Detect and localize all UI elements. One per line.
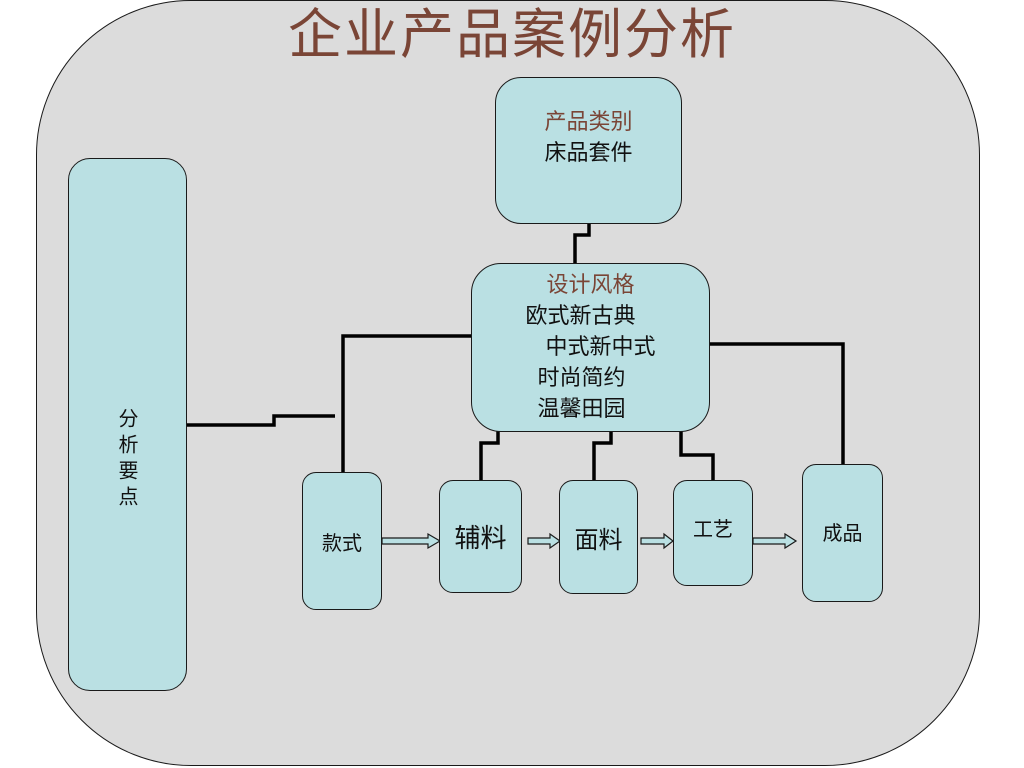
- process-step-chengpin: 成品: [802, 464, 883, 602]
- process-step-mianliao: 面料: [559, 480, 638, 594]
- product-category-value: 床品套件: [544, 141, 633, 166]
- analysis-points-label: 分析要点: [115, 407, 139, 512]
- analysis-points-box: 分析要点: [68, 158, 187, 691]
- design-style-item: 欧式新古典: [525, 303, 636, 329]
- process-step-kuanshi: 款式: [302, 472, 382, 610]
- step-label: 成品: [822, 520, 863, 545]
- design-style-box: 设计风格 欧式新古典 中式新中式 时尚简约 温馨田园: [471, 263, 710, 432]
- design-style-item: 中式新中式: [545, 334, 656, 360]
- step-label: 面料: [574, 525, 623, 554]
- product-category-box: 产品类别 床品套件: [495, 77, 682, 224]
- process-step-fuliao: 辅料: [439, 480, 522, 593]
- page-title: 企业产品案例分析: [288, 3, 736, 66]
- design-style-item: 时尚简约: [537, 365, 626, 391]
- product-category-heading: 产品类别: [544, 110, 633, 135]
- step-label: 款式: [322, 530, 362, 555]
- design-style-item: 温馨田园: [537, 396, 626, 422]
- step-label: 工艺: [693, 516, 733, 541]
- step-label: 辅料: [454, 524, 507, 554]
- process-step-gongyi: 工艺: [673, 480, 753, 586]
- design-style-heading: 设计风格: [546, 272, 635, 298]
